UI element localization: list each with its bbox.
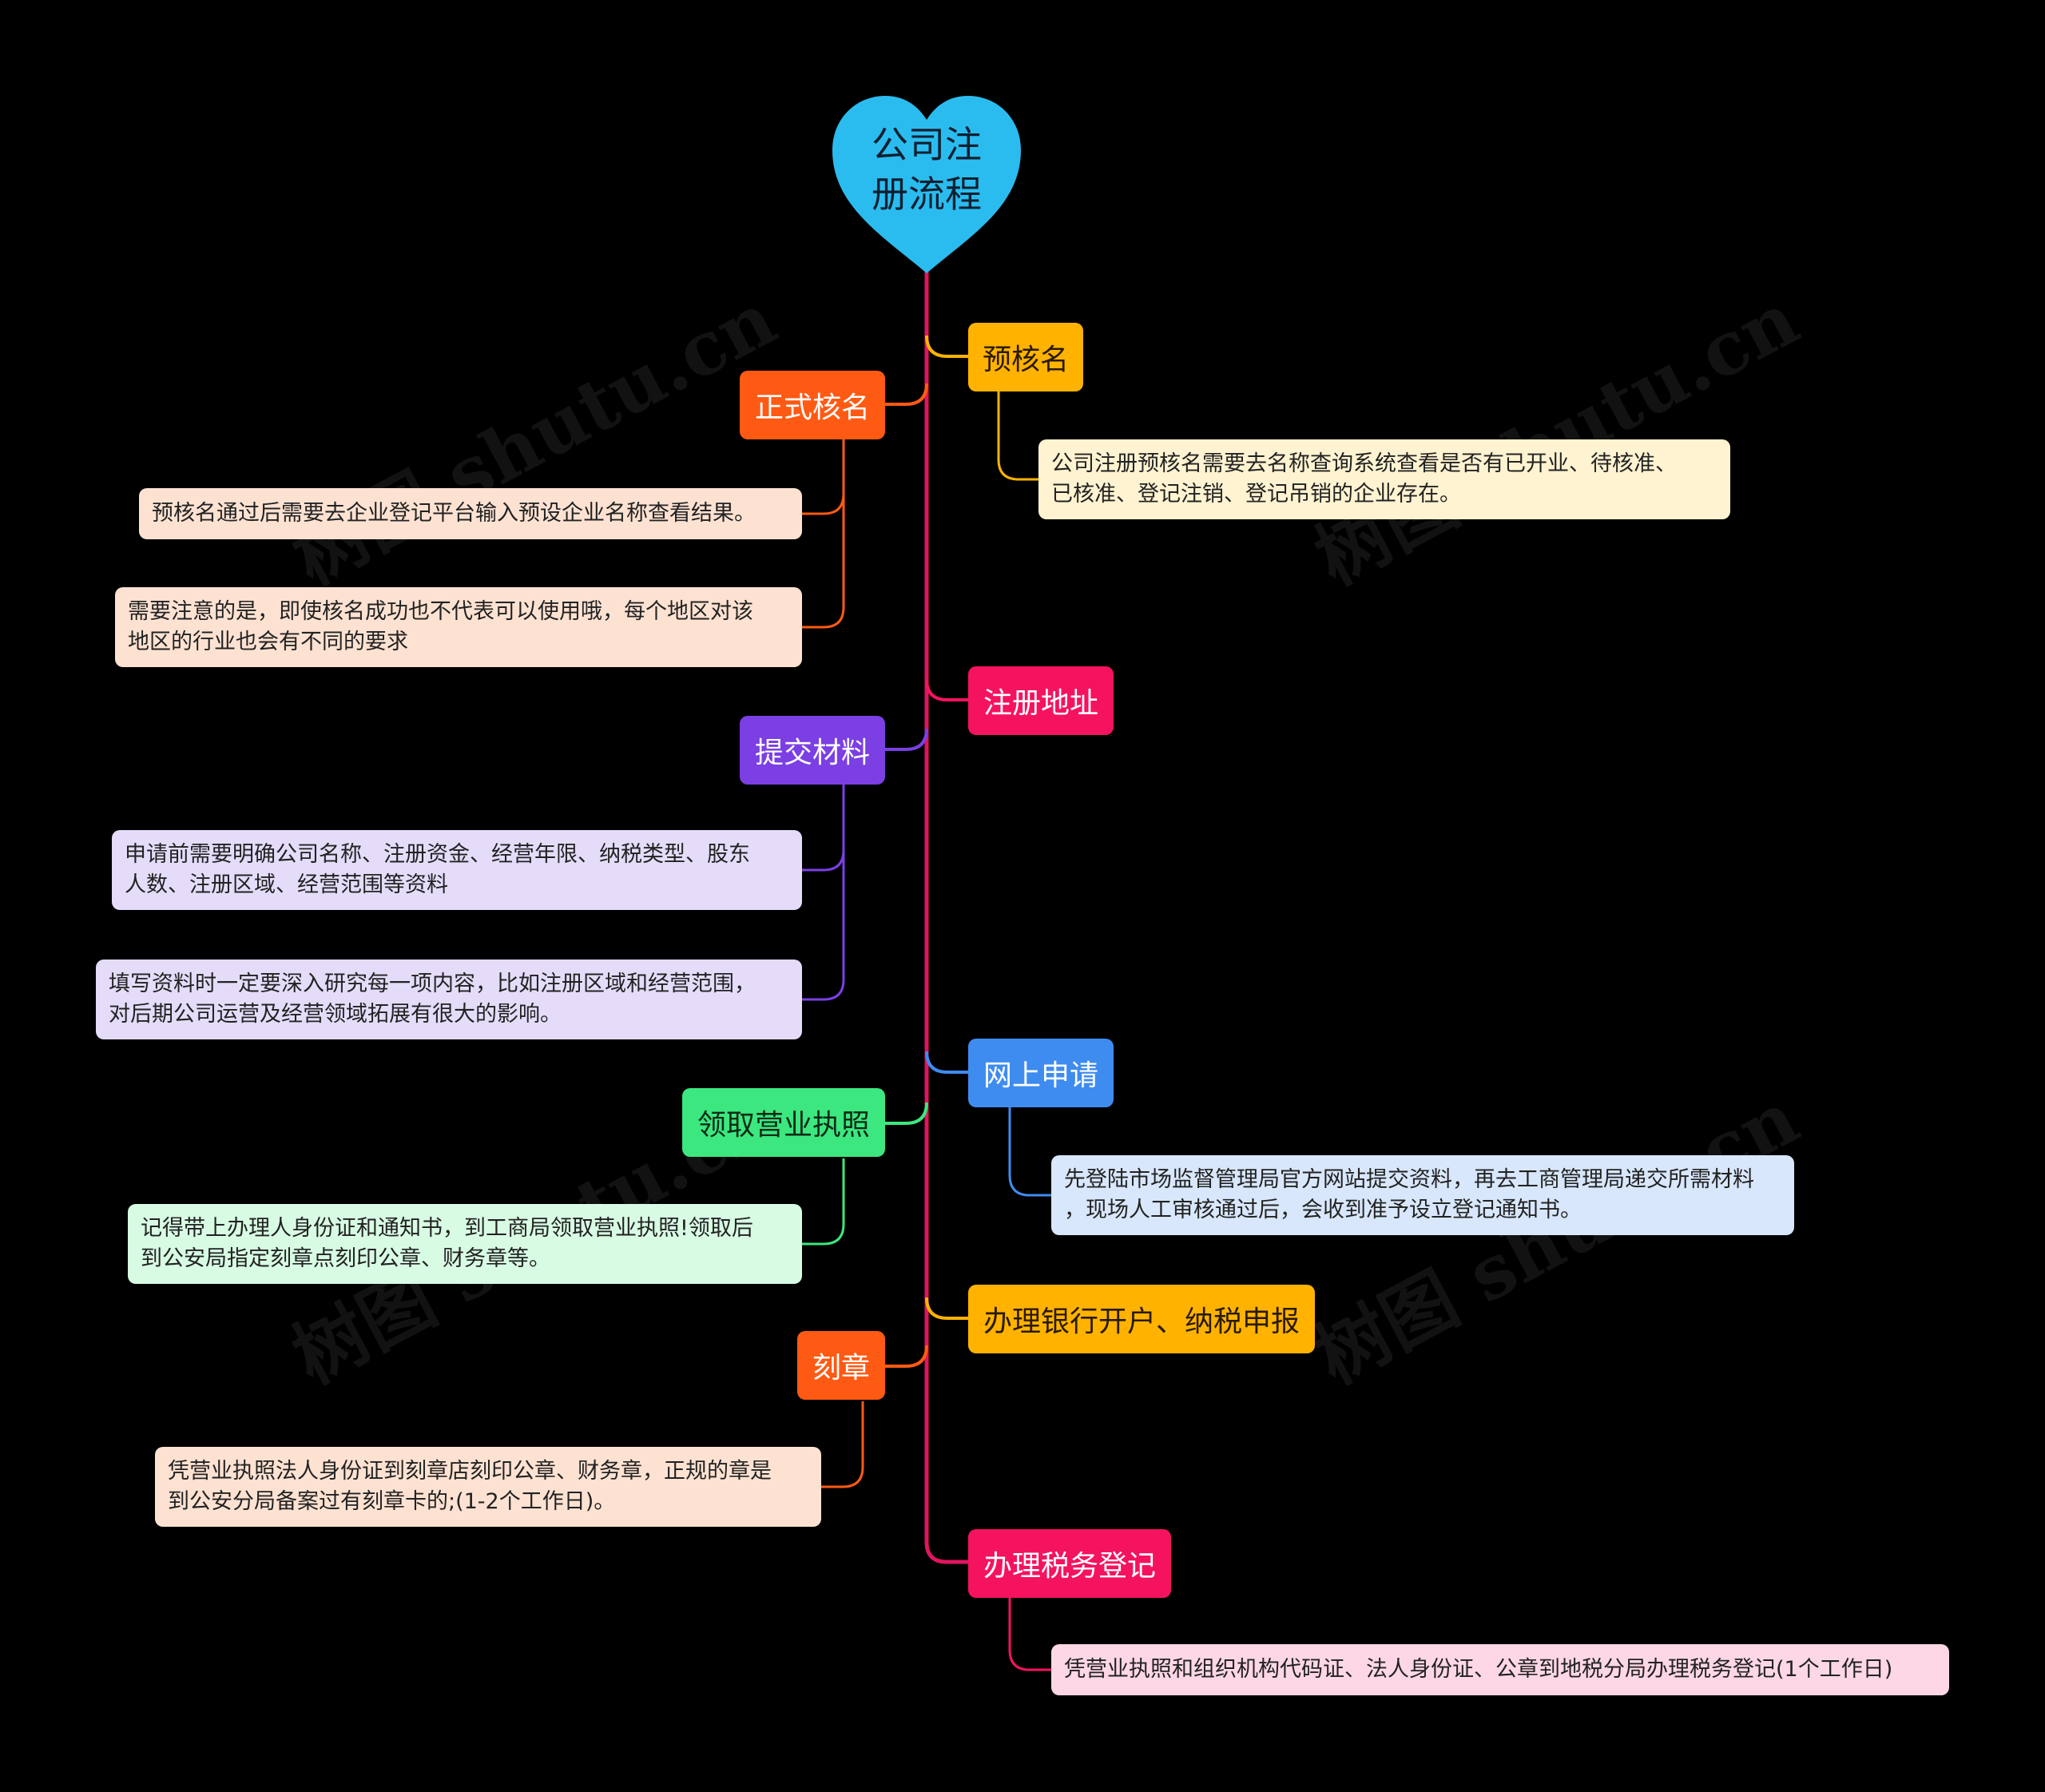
branch-lingqu[interactable]: 领取营业执照 [682,1088,885,1157]
leaf-tijiao-1[interactable]: 申请前需要明确公司名称、注册资金、经营年限、纳税类型、股东 人数、注册区域、经营… [112,830,802,910]
branch-zhengshi[interactable]: 正式核名 [740,371,885,439]
leaf-zhengshi-2-line-2: 地区的行业也会有不同的要求 [128,630,408,654]
leaf-zhengshi-1[interactable]: 预核名通过后需要去企业登记平台输入预设企业名称查看结果。 [139,488,802,539]
connector-dizhi [925,678,968,701]
leaf-tijiao-1-line-2: 人数、注册区域、经营范围等资料 [125,872,448,897]
leaf-lingqu-1-line-1: 记得带上办理人身份证和通知书，到工商局领取营业执照!领取后 [141,1216,753,1241]
leaf-yuhe-1-line-2: 已核准、登记注销、登记吊销的企业存在。 [1051,482,1461,507]
leaf-tijiao-2[interactable]: 填写资料时一定要深入研究每一项内容，比如注册区域和经营范围， 对后期公司运营及经… [96,960,802,1039]
connector-leaf-kezhang [821,1401,864,1488]
connector-tijiao [885,728,928,751]
leaf-yuhe-1[interactable]: 公司注册预核名需要去名称查询系统查看是否有已开业、待核准、 已核准、登记注销、登… [1038,439,1730,519]
connector-kezhang [885,1345,928,1368]
leaf-tijiao-2-line-2: 对后期公司运营及经营领域拓展有很大的影响。 [109,1002,562,1027]
leaf-zhengshi-1-line-1: 预核名通过后需要去企业登记平台输入预设企业名称查看结果。 [152,501,756,526]
branch-kezhang[interactable]: 刻章 [797,1331,885,1400]
leaf-zhengshi-2-line-1: 需要注意的是，即使核名成功也不代表可以使用哦，每个地区对该 [128,599,753,624]
leaf-wangshang-1[interactable]: 先登陆市场监督管理局官方网站提交资料，再去工商管理局递交所需材料 ，现场人工审核… [1051,1155,1794,1235]
connector-zhengshi [885,383,928,406]
root-title-line-2: 册流程 [872,173,982,216]
leaf-wangshang-1-line-1: 先登陆市场监督管理局官方网站提交资料，再去工商管理局递交所需材料 [1064,1167,1754,1192]
branch-dizhi[interactable]: 注册地址 [968,666,1114,735]
leaf-tijiao-2-line-1: 填写资料时一定要深入研究每一项内容，比如注册区域和经营范围， [109,971,756,996]
branch-yinhang[interactable]: 办理银行开户、纳税申报 [968,1285,1315,1353]
leaf-kezhang-1-line-2: 到公安分局备案过有刻章卡的;(1-2个工作日)。 [168,1489,616,1514]
branch-shuiwu[interactable]: 办理税务登记 [968,1529,1171,1598]
connector-leaf-lingqu [802,1158,845,1246]
leaf-kezhang-1-line-1: 凭营业执照法人身份证到刻章店刻印公章、财务章，正规的章是 [168,1459,772,1484]
branch-wangshang[interactable]: 网上申请 [968,1039,1114,1107]
leaf-shuiwu-1[interactable]: 凭营业执照和组织机构代码证、法人身份证、公章到地税分局办理税务登记(1个工作日) [1051,1644,1949,1695]
connector-lingqu [885,1102,928,1125]
leaf-lingqu-1[interactable]: 记得带上办理人身份证和通知书，到工商局领取营业执照!领取后 到公安局指定刻章点刻… [128,1204,802,1284]
root-title[interactable]: 公司注 册流程 [828,120,1026,219]
root-title-line-1: 公司注 [872,123,982,166]
leaf-kezhang-1[interactable]: 凭营业执照法人身份证到刻章店刻印公章、财务章，正规的章是 到公安分局备案过有刻章… [155,1447,821,1527]
root-heart-shape [832,96,1021,273]
connector-yuhe [925,335,968,358]
connector-leaf-yuhe [997,391,1038,481]
leaf-shuiwu-1-line-1: 凭营业执照和组织机构代码证、法人身份证、公章到地税分局办理税务登记(1个工作日) [1064,1657,1893,1682]
leaf-lingqu-1-line-2: 到公安局指定刻章点刻印公章、财务章等。 [141,1246,550,1271]
trunk-line [924,272,968,1564]
connector-wangshang [925,1051,968,1074]
leaf-wangshang-1-line-2: ，现场人工审核通过后，会收到准予设立登记通知书。 [1064,1198,1582,1222]
branch-tijiao[interactable]: 提交材料 [740,716,885,785]
leaf-zhengshi-2[interactable]: 需要注意的是，即使核名成功也不代表可以使用哦，每个地区对该 地区的行业也会有不同… [115,587,802,667]
leaf-yuhe-1-line-1: 公司注册预核名需要去名称查询系统查看是否有已开业、待核准、 [1051,451,1677,476]
connector-leaf-shuiwu [1008,1598,1051,1671]
connector-leaf-tijiao-2 [802,831,845,1001]
branch-yuhe[interactable]: 预核名 [968,323,1083,391]
connector-leaf-zhengshi-2 [802,487,845,629]
leaf-tijiao-1-line-1: 申请前需要明确公司名称、注册资金、经营年限、纳税类型、股东 [125,842,750,867]
connector-leaf-tijiao-1 [802,785,845,872]
connector-leaf-zhengshi-1 [802,439,845,515]
connector-leaf-wangshang [1008,1107,1051,1197]
connector-yinhang [925,1297,968,1320]
